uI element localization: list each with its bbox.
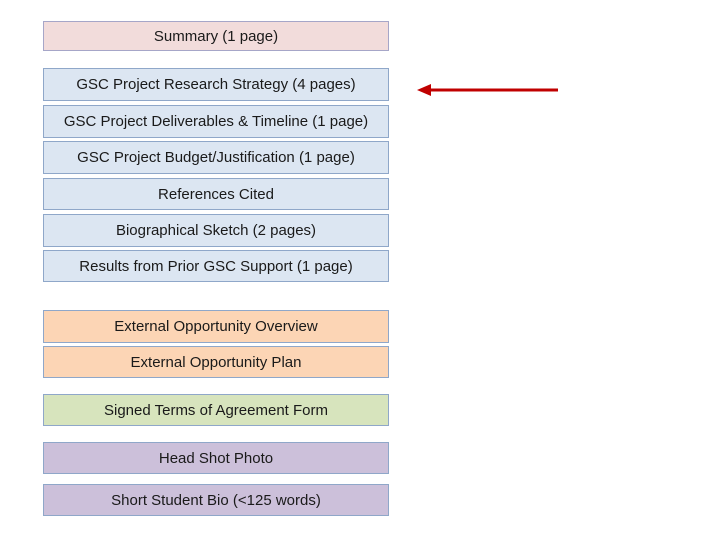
- references-cited-box: References Cited: [43, 178, 389, 210]
- deliverables-timeline-box: GSC Project Deliverables & Timeline (1 p…: [43, 105, 389, 138]
- summary-box: Summary (1 page): [43, 21, 389, 51]
- prior-support-box: Results from Prior GSC Support (1 page): [43, 250, 389, 282]
- budget-justification-box: GSC Project Budget/Justification (1 page…: [43, 141, 389, 174]
- biographical-sketch-box: Biographical Sketch (2 pages): [43, 214, 389, 247]
- left-arrow-icon: [417, 84, 558, 96]
- terms-agreement-box: Signed Terms of Agreement Form: [43, 394, 389, 426]
- head-shot-box: Head Shot Photo: [43, 442, 389, 474]
- research-strategy-box: GSC Project Research Strategy (4 pages): [43, 68, 389, 101]
- student-bio-box: Short Student Bio (<125 words): [43, 484, 389, 516]
- external-overview-box: External Opportunity Overview: [43, 310, 389, 343]
- external-plan-box: External Opportunity Plan: [43, 346, 389, 378]
